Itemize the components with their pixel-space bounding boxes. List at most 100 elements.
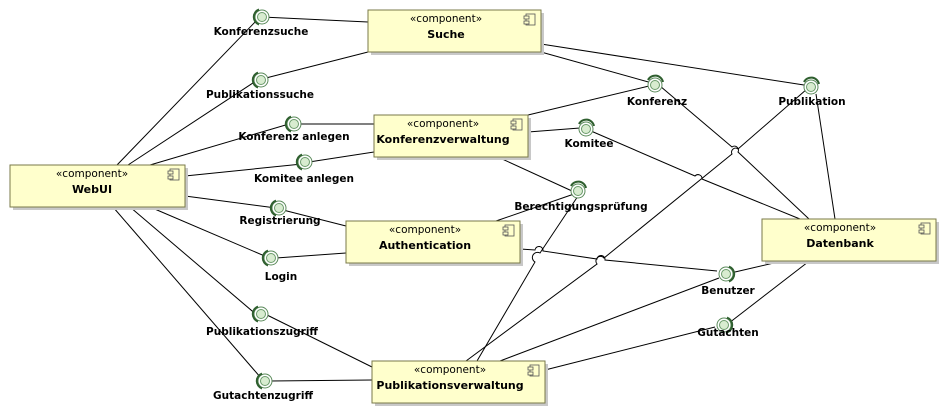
connector: [282, 209, 347, 227]
stereotype-label: «component»: [804, 222, 876, 234]
connectors: [112, 16, 836, 382]
interface-ball-icon: [803, 76, 820, 95]
connector: [659, 85, 810, 220]
component-icon: [918, 222, 931, 235]
component-datenbank[interactable]: «component» Datenbank: [761, 218, 939, 264]
interface-label: Gutachten: [697, 327, 759, 339]
interface-ball-icon: [284, 115, 302, 133]
connector: [129, 206, 259, 317]
connector: [184, 195, 277, 209]
component-name: Datenbank: [806, 237, 874, 250]
interface-publikation[interactable]: Publikation: [778, 76, 846, 108]
connector: [149, 206, 268, 258]
interface-publikationszugriff[interactable]: Publikationszugriff: [206, 305, 318, 339]
interface-berechtigungspruefung[interactable]: Berechtigungsprüfung: [514, 180, 648, 213]
interface-ball-icon: [255, 372, 273, 390]
component-name: Authentication: [379, 239, 471, 252]
stereotype-label: «component»: [410, 13, 482, 25]
connector: [308, 151, 375, 163]
interface-label: Konferenzsuche: [214, 26, 309, 38]
component-icon: [510, 118, 523, 131]
interface-gutachtenzugriff[interactable]: Gutachtenzugriff: [213, 372, 313, 403]
connector: [264, 313, 373, 368]
interface-ball-icon: [295, 153, 313, 171]
component-webui[interactable]: «component» WebUI: [9, 164, 188, 210]
interface-ball-icon: [718, 265, 736, 283]
connector: [519, 246, 718, 272]
interface-publikationssuche[interactable]: Publikationssuche: [206, 71, 314, 102]
connector: [127, 80, 257, 166]
interface-label: Registrierung: [239, 215, 320, 227]
connector: [275, 252, 347, 259]
connector: [815, 93, 836, 220]
connector: [269, 379, 373, 382]
interface-ball-icon: [578, 118, 595, 137]
stereotype-label: «component»: [407, 118, 479, 130]
interface-komitee[interactable]: Komitee: [565, 118, 614, 150]
stereotype-label: «component»: [389, 224, 461, 236]
components: «component» Suche «component» Konferenzv…: [9, 9, 939, 406]
interface-konferenz-anlegen[interactable]: Konferenz anlegen: [238, 115, 350, 144]
connector: [495, 193, 575, 222]
interface-ball-icon: [269, 199, 287, 217]
connector: [728, 261, 809, 324]
interface-ball-icon: [716, 316, 734, 334]
interface-ball-icon: [251, 305, 269, 323]
component-icon: [167, 168, 180, 181]
component-konferenzverwaltung[interactable]: «component» Konferenzverwaltung: [373, 114, 531, 160]
interface-ball-icon: [261, 249, 279, 267]
interface-konferenz[interactable]: Konferenz: [627, 74, 687, 108]
component-suche[interactable]: «component» Suche: [367, 9, 544, 55]
interface-gutachten[interactable]: Gutachten: [697, 316, 759, 340]
stereotype-label: «component»: [414, 364, 486, 376]
interface-label: Login: [265, 271, 298, 283]
connector: [476, 195, 579, 362]
component-authentication[interactable]: «component» Authentication: [345, 220, 523, 266]
interfaces: Konferenzsuche Publikationssuche Konfere…: [206, 8, 846, 403]
connector: [261, 51, 369, 80]
interface-label: Komitee anlegen: [254, 173, 354, 185]
connector: [465, 88, 808, 362]
interface-konferenzsuche[interactable]: Konferenzsuche: [214, 8, 309, 39]
component-publikationsverwaltung[interactable]: «component» Publikationsverwaltung: [371, 360, 548, 406]
interface-label: Publikation: [778, 96, 845, 108]
component-icon: [523, 13, 536, 26]
interface-label: Publikationszugriff: [206, 326, 318, 338]
interface-label: Gutachtenzugriff: [213, 390, 313, 402]
interface-label: Konferenz anlegen: [238, 131, 349, 143]
interface-label: Publikationssuche: [206, 89, 314, 101]
interface-ball-icon: [647, 74, 664, 93]
interface-login[interactable]: Login: [261, 249, 298, 284]
component-name: Konferenzverwaltung: [376, 133, 509, 146]
stereotype-label: «component»: [56, 168, 128, 180]
interface-komitee-anlegen[interactable]: Komitee anlegen: [254, 153, 354, 186]
interface-benutzer[interactable]: Benutzer: [701, 265, 756, 298]
connector: [112, 206, 262, 379]
connector: [540, 43, 805, 86]
interface-label: Benutzer: [701, 285, 755, 297]
connector: [261, 16, 369, 23]
component-name: Suche: [427, 28, 465, 41]
connector: [184, 163, 303, 177]
connector: [544, 326, 716, 371]
interface-label: Berechtigungsprüfung: [514, 201, 647, 213]
connector: [116, 19, 258, 166]
interface-label: Konferenz: [627, 96, 687, 108]
component-icon: [527, 364, 540, 377]
interface-ball-icon: [252, 8, 270, 26]
component-name: Publikationsverwaltung: [376, 379, 523, 392]
interface-label: Komitee: [565, 138, 614, 150]
connector: [149, 123, 290, 166]
interface-ball-icon: [251, 71, 269, 89]
component-name: WebUI: [72, 183, 112, 196]
interface-registrierung[interactable]: Registrierung: [239, 199, 321, 228]
connector: [499, 277, 720, 362]
connector: [527, 127, 581, 133]
connector: [499, 157, 573, 192]
connector: [527, 85, 650, 116]
connector: [540, 51, 653, 84]
interface-ball-icon: [570, 180, 587, 199]
component-icon: [502, 224, 515, 237]
